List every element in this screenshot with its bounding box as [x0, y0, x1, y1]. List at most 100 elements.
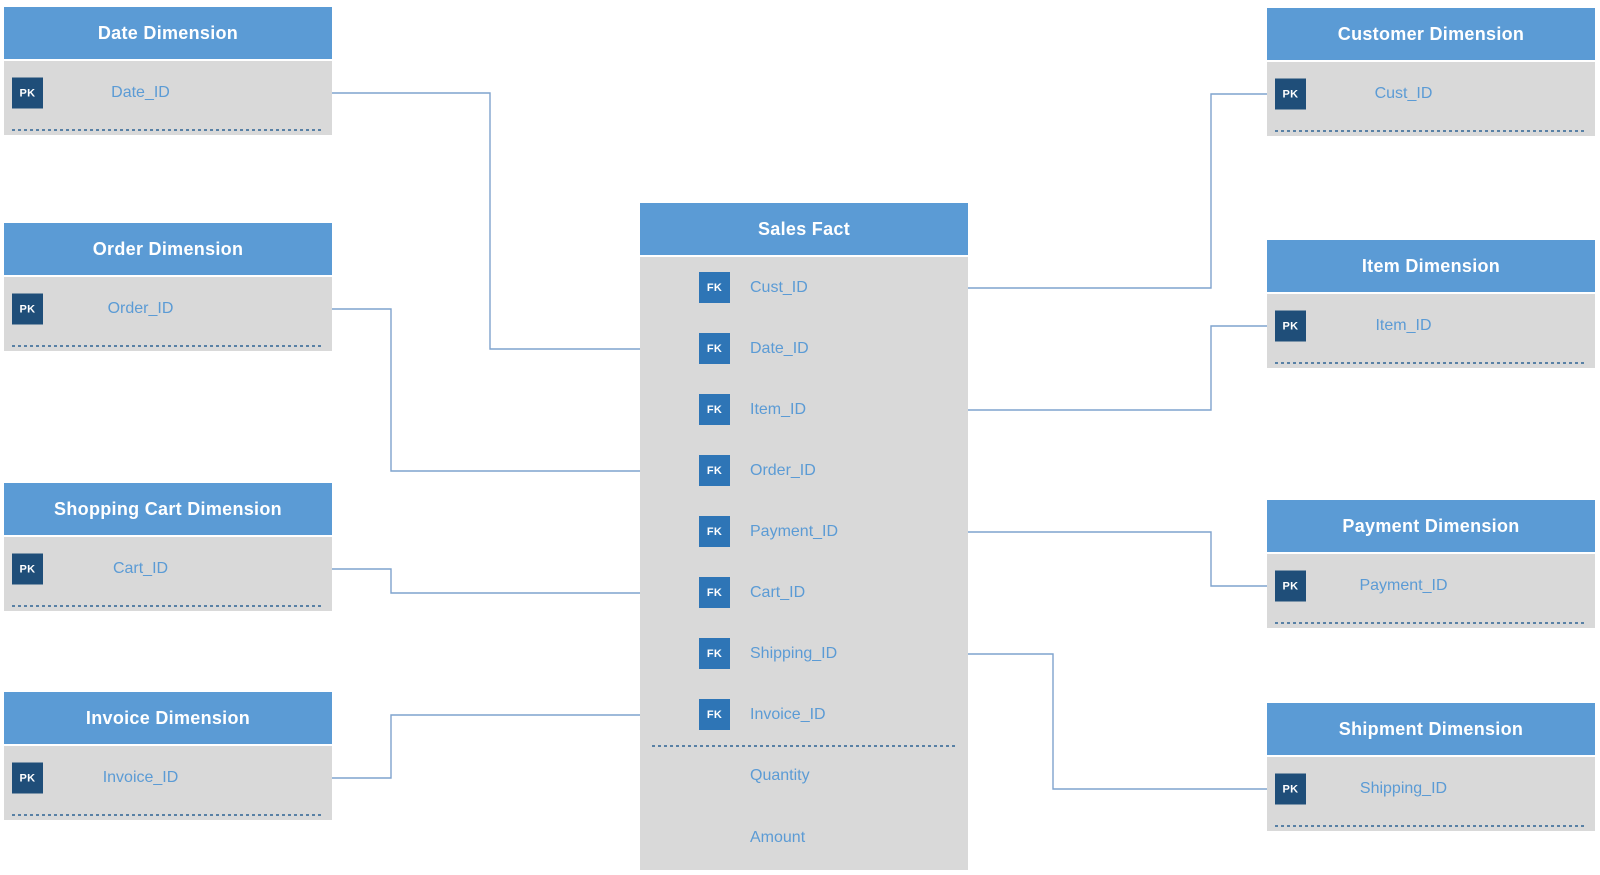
pk-badge: PK [12, 77, 43, 109]
fk-badge: FK [699, 333, 730, 364]
field-row: FK Cust_ID [640, 257, 968, 318]
field-label: Payment_ID [750, 522, 839, 540]
table-body-customer-dimension: PK Cust_ID [1267, 62, 1595, 136]
fk-badge: FK [699, 394, 730, 425]
connector-date[interactable] [332, 92, 640, 350]
field-row: FK Cart_ID [640, 562, 968, 623]
field-label: Cust_ID [1374, 85, 1433, 102]
fk-badge: FK [699, 516, 730, 547]
table-title: Customer Dimension [1337, 23, 1525, 44]
pk-badge: PK [1275, 78, 1306, 110]
table-header-customer-dimension[interactable]: Customer Dimension [1267, 8, 1595, 60]
pk-badge: PK [1275, 570, 1306, 602]
measure-label: Quantity [750, 767, 810, 784]
field-row: FK Payment_ID [640, 501, 968, 562]
dashed-divider [1275, 825, 1587, 827]
table-title: Shopping Cart Dimension [54, 498, 282, 519]
connector-customer[interactable] [968, 93, 1278, 289]
dashed-divider [652, 745, 956, 747]
table-header-sales-fact[interactable]: Sales Fact [640, 203, 968, 255]
dashed-divider [12, 345, 324, 347]
dashed-divider [1275, 130, 1587, 132]
connector-shipment[interactable] [968, 653, 1278, 790]
fk-badge: FK [699, 638, 730, 669]
fk-badge: FK [699, 577, 730, 608]
table-header-shopping-cart-dimension[interactable]: Shopping Cart Dimension [4, 483, 332, 535]
field-row: PK Cust_ID [1267, 62, 1595, 126]
field-label: Date_ID [750, 339, 809, 357]
table-header-payment-dimension[interactable]: Payment Dimension [1267, 500, 1595, 552]
field-row: PK Order_ID [4, 277, 332, 341]
pk-badge: PK [1275, 773, 1306, 805]
table-body-shipment-dimension: PK Shipping_ID [1267, 757, 1595, 831]
field-label: Order_ID [107, 300, 174, 317]
pk-badge: PK [12, 293, 43, 325]
table-title: Date Dimension [97, 22, 239, 43]
table-body-date-dimension: PK Date_ID [4, 61, 332, 135]
field-label: Cart_ID [750, 583, 806, 601]
fk-badge: FK [699, 455, 730, 486]
field-label: Invoice_ID [750, 705, 826, 723]
field-row: FK Date_ID [640, 318, 968, 379]
connector-invoice[interactable] [332, 714, 640, 779]
measure-label: Amount [750, 829, 806, 846]
field-label: Shipping_ID [1359, 780, 1448, 797]
dashed-divider [12, 605, 324, 607]
table-title: Shipment Dimension [1338, 718, 1524, 739]
table-title: Order Dimension [92, 238, 244, 259]
table-header-date-dimension[interactable]: Date Dimension [4, 7, 332, 59]
measure-row: Quantity [640, 745, 968, 807]
table-header-invoice-dimension[interactable]: Invoice Dimension [4, 692, 332, 744]
field-label: Cart_ID [112, 560, 169, 577]
connector-payment[interactable] [968, 531, 1278, 587]
connector-order[interactable] [332, 308, 640, 472]
field-row: PK Shipping_ID [1267, 757, 1595, 821]
field-row: FK Invoice_ID [640, 684, 968, 745]
table-title: Payment Dimension [1342, 515, 1520, 536]
field-label: Shipping_ID [750, 644, 838, 662]
fk-badge: FK [699, 699, 730, 730]
field-label: Payment_ID [1359, 577, 1448, 594]
table-header-item-dimension[interactable]: Item Dimension [1267, 240, 1595, 292]
dashed-divider [1275, 362, 1587, 364]
pk-badge: PK [12, 762, 43, 794]
dashed-divider [12, 129, 324, 131]
table-body-order-dimension: PK Order_ID [4, 277, 332, 351]
field-row: PK Date_ID [4, 61, 332, 125]
field-row: PK Payment_ID [1267, 554, 1595, 618]
field-label: Date_ID [111, 84, 170, 101]
connector-item[interactable] [968, 325, 1278, 411]
fk-badge: FK [699, 272, 730, 303]
table-header-order-dimension[interactable]: Order Dimension [4, 223, 332, 275]
table-title: Item Dimension [1361, 255, 1501, 276]
field-label: Item_ID [750, 400, 807, 418]
field-row: PK Invoice_ID [4, 746, 332, 810]
field-row: FK Item_ID [640, 379, 968, 440]
table-header-shipment-dimension[interactable]: Shipment Dimension [1267, 703, 1595, 755]
field-label: Invoice_ID [102, 769, 179, 786]
table-title: Invoice Dimension [85, 707, 251, 728]
table-title: Sales Fact [757, 218, 851, 239]
field-row: FK Shipping_ID [640, 623, 968, 684]
dashed-divider [1275, 622, 1587, 624]
field-label: Cust_ID [750, 278, 808, 296]
connector-cart[interactable] [332, 568, 640, 594]
field-label: Item_ID [1375, 317, 1432, 334]
table-body-invoice-dimension: PK Invoice_ID [4, 746, 332, 820]
